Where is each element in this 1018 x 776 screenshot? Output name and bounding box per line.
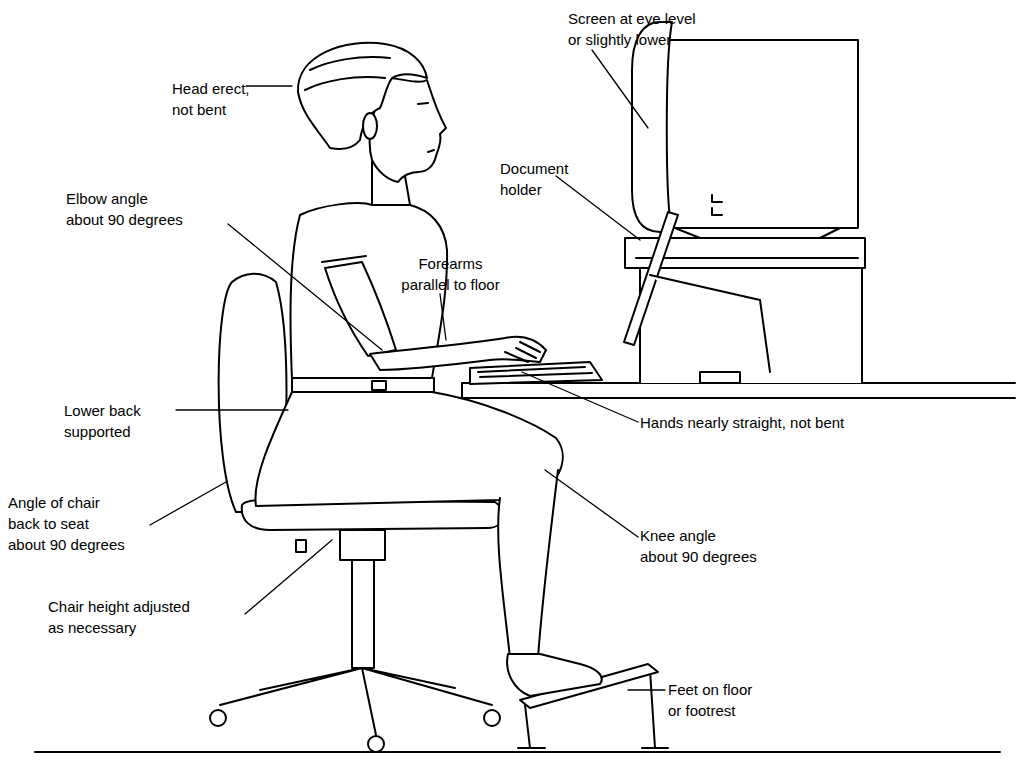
lower-leg xyxy=(498,470,558,658)
leader-line xyxy=(556,176,640,240)
belt-buckle xyxy=(372,381,386,390)
leader-line xyxy=(628,689,665,690)
ear xyxy=(363,113,377,139)
callout-label: Angle of chair back to seat about 90 deg… xyxy=(8,492,128,555)
keyboard xyxy=(470,362,602,384)
callout-label: Document holder xyxy=(500,158,575,200)
monitor-screen xyxy=(632,22,672,232)
document-holder-arm xyxy=(650,275,770,383)
sleeve-edge xyxy=(322,256,366,262)
chair-wheel xyxy=(368,736,384,752)
chair-column xyxy=(340,530,385,668)
forearm xyxy=(370,337,546,370)
shoe xyxy=(507,654,602,696)
upper-arm xyxy=(325,262,396,356)
callout-label: Chair height adjusted as necessary xyxy=(48,596,198,638)
monitor-pedestal xyxy=(640,268,862,383)
leader-line xyxy=(176,409,288,410)
chair-base xyxy=(220,668,492,735)
leader-line xyxy=(545,470,638,537)
chair-knob xyxy=(296,540,306,552)
chair-wheel xyxy=(210,710,226,726)
callout-label: Head erect, not bent xyxy=(172,78,262,120)
callout-label: Forearms parallel to floor xyxy=(398,253,503,295)
callout-label: Hands nearly straight, not bent xyxy=(640,412,920,433)
tray-edge xyxy=(636,257,858,259)
chair-wheel xyxy=(484,710,500,726)
belt xyxy=(292,378,434,392)
leader-line xyxy=(440,294,446,340)
leader-line xyxy=(150,482,226,525)
fingers xyxy=(505,342,540,362)
leader-line xyxy=(246,85,292,86)
desk xyxy=(462,383,1015,398)
leader-line xyxy=(522,372,638,422)
monitor-foot xyxy=(675,228,840,238)
leader-line xyxy=(245,540,332,614)
drive-slots xyxy=(712,195,722,215)
hair xyxy=(298,43,427,149)
callout-label: Elbow angle about 90 degrees xyxy=(66,188,186,230)
hair-strands xyxy=(305,57,390,90)
leader-line xyxy=(592,50,648,128)
leader-line xyxy=(228,224,382,350)
keyboard-keys xyxy=(478,367,592,377)
eye-mouth xyxy=(418,103,434,152)
monitor-body xyxy=(660,40,858,228)
callout-label: Knee angle about 90 degrees xyxy=(640,525,757,567)
callout-label: Screen at eye level or slightly lower xyxy=(568,8,703,50)
callout-label: Feet on floor or footrest xyxy=(668,679,760,721)
floor-line xyxy=(35,751,1000,753)
skirt xyxy=(255,392,562,506)
callout-label: Lower back supported xyxy=(64,400,154,442)
leader-lines xyxy=(150,50,665,690)
